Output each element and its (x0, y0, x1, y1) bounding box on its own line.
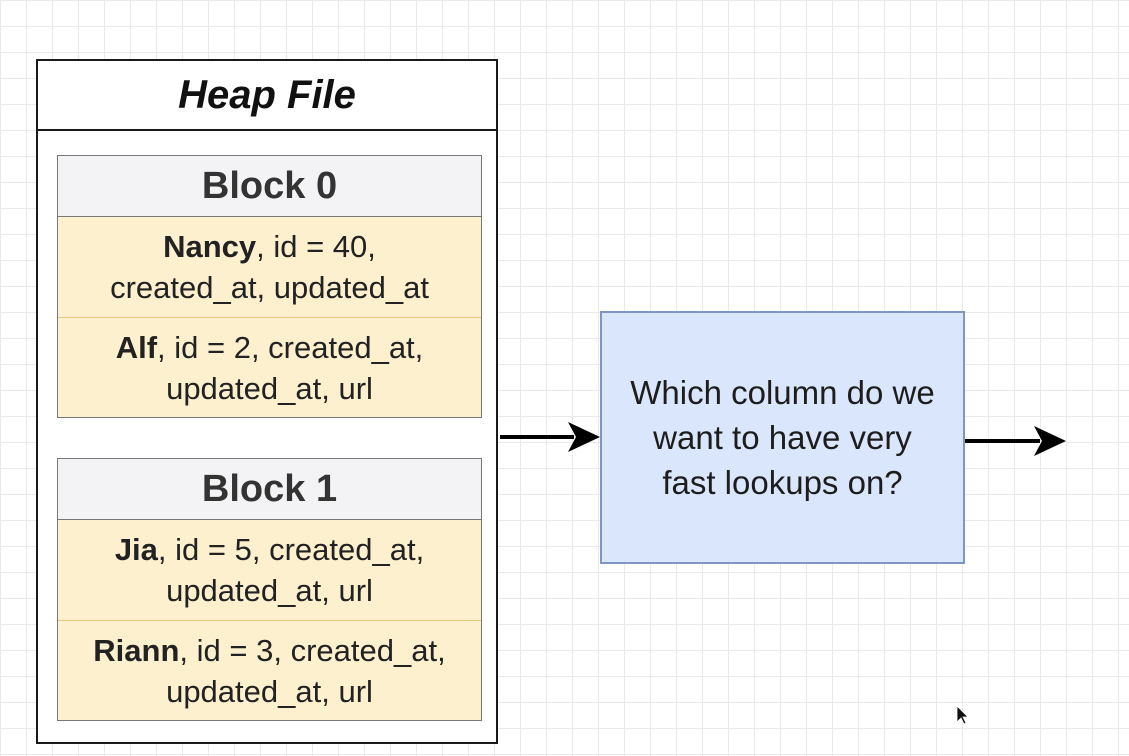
question-line1: Which column do we (630, 374, 935, 411)
record-fields-line1: , id = 5, created_at, (157, 532, 425, 567)
arrow-heap-to-question (500, 422, 600, 452)
record-name: Nancy (163, 229, 257, 264)
record-row: Jia, id = 5, created_at, updated_at, url (58, 520, 481, 620)
record-row: Nancy, id = 40, created_at, updated_at (58, 217, 481, 317)
record-fields-line2: updated_at, url (166, 673, 373, 709)
record-fields-line2: updated_at, url (166, 573, 373, 608)
record-row: Riann, id = 3, created_at, updated_at, u… (58, 620, 481, 720)
record-fields-line1: , id = 40, (256, 229, 376, 264)
record-fields-line2: created_at, updated_at (110, 270, 429, 305)
block-0: Block 0 Nancy, id = 40, created_at, upda… (57, 155, 482, 418)
question-line3: fast lookups on? (662, 464, 903, 501)
block-1-header: Block 1 (58, 459, 481, 520)
record-name: Riann (93, 632, 180, 668)
record-name: Alf (115, 329, 158, 365)
question-line2: want to have very (653, 419, 912, 456)
mouse-cursor-icon (956, 705, 969, 725)
record-row: Alf, id = 2, created_at, updated_at, url (58, 317, 481, 417)
block-1: Block 1 Jia, id = 5, created_at, updated… (57, 458, 482, 721)
heap-file-title: Heap File (38, 61, 496, 131)
record-fields-line2: updated_at, url (166, 370, 373, 406)
question-box: Which column do we want to have very fas… (600, 311, 965, 564)
record-name: Jia (114, 532, 158, 567)
record-fields-line1: , id = 3, created_at, (179, 632, 446, 668)
record-fields-line1: , id = 2, created_at, (157, 329, 424, 365)
arrow-question-out (965, 426, 1066, 456)
heap-file-container: Heap File Block 0 Nancy, id = 40, create… (36, 59, 498, 744)
block-0-header: Block 0 (58, 156, 481, 217)
